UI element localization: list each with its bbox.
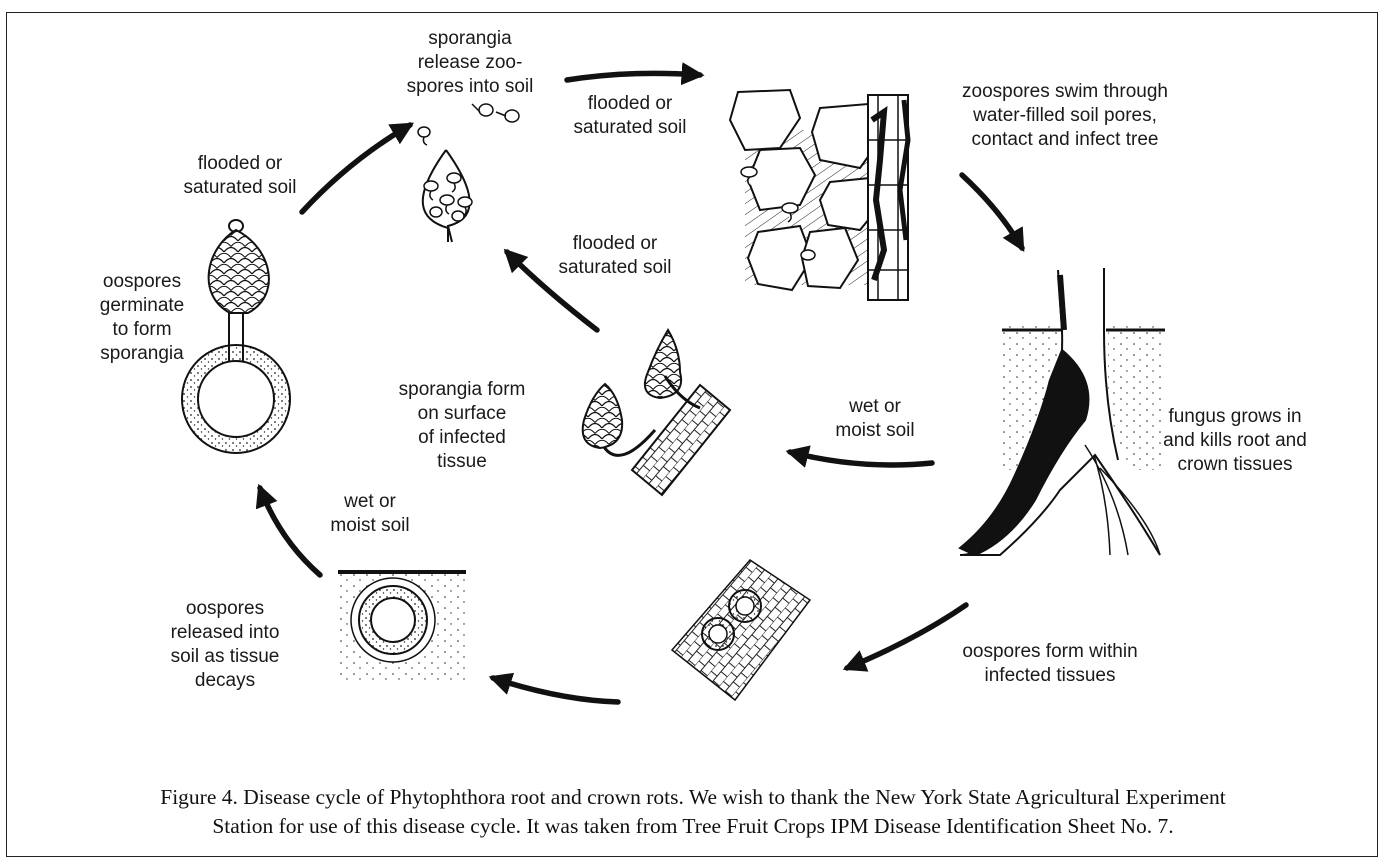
tree-crown-infection-illustration <box>960 268 1165 555</box>
label-wet-left: wet or moist soil <box>310 490 430 538</box>
soil-pores-illustration <box>730 90 908 300</box>
arrow-release-to-zoospores <box>567 73 700 80</box>
label-fungus-grows: fungus grows in and kills root and crown… <box>1140 405 1330 477</box>
arrow-oospores-to-sporangia-release <box>302 125 410 212</box>
figure-caption: Figure 4. Disease cycle of Phytophthora … <box>20 783 1366 841</box>
arrow-zoospores-to-tree <box>962 175 1022 248</box>
oospore-in-soil-illustration <box>338 572 466 680</box>
arrow-tree-to-sporangia-form <box>790 452 932 465</box>
label-zoospores-swim: zoospores swim through water-filled soil… <box>935 80 1195 152</box>
label-oospores-released: oospores released into soil as tissue de… <box>150 597 300 693</box>
label-sporangia-release: sporangia release zoo- spores into soil <box>390 27 550 99</box>
oospores-in-tissue-illustration <box>672 560 810 700</box>
label-oospores-germinate: oospores germinate to form sporangia <box>82 270 202 366</box>
label-flooded-top: flooded or saturated soil <box>555 92 705 140</box>
label-wet-center: wet or moist soil <box>815 395 935 443</box>
arrow-oospores-form-to-released <box>493 678 618 702</box>
sporangium-releasing-zoospores-illustration <box>418 104 519 242</box>
label-oospores-form: oospores form within infected tissues <box>935 640 1165 688</box>
label-sporangia-form: sporangia form on surface of infected ti… <box>382 378 542 474</box>
label-flooded-center: flooded or saturated soil <box>540 232 690 280</box>
sporangia-on-tissue-illustration <box>583 330 730 495</box>
label-flooded-left: flooded or saturated soil <box>165 152 315 200</box>
